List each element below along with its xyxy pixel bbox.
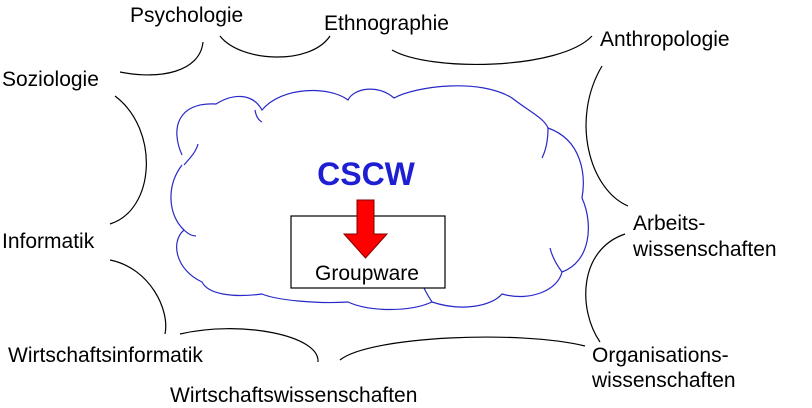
arc-soziologie-informatik bbox=[109, 95, 147, 225]
cloud-bump-left bbox=[183, 143, 199, 166]
cloud-bump-topleft bbox=[254, 109, 263, 123]
cscw-title: CSCW bbox=[317, 156, 416, 192]
label-organisationswissenschaften-line1: Organisations- bbox=[592, 344, 729, 367]
cloud-bump-bottomright bbox=[549, 247, 563, 273]
label-anthropologie: Anthropologie bbox=[600, 28, 730, 51]
arc-ethnographie-anthropologie bbox=[391, 35, 593, 65]
arc-wirtschaftsinformatik-wirtschaftswissenschaften bbox=[179, 328, 319, 363]
label-ethnographie: Ethnographie bbox=[324, 12, 449, 35]
arc-arbeitswissenschaften-organisationswissenschaften bbox=[585, 233, 626, 343]
label-wirtschaftswissenschaften: Wirtschaftswissenschaften bbox=[170, 384, 417, 407]
cloud-bump-bottomleft bbox=[183, 229, 197, 237]
cloud-bump-bottommid bbox=[423, 287, 433, 303]
arc-informatik-wirtschaftsinformatik bbox=[109, 259, 167, 335]
label-arbeitswissenschaften-line2: wissenschaften bbox=[632, 238, 777, 261]
arc-soziologie-psychologie bbox=[119, 41, 204, 76]
label-soziologie: Soziologie bbox=[2, 68, 99, 91]
label-arbeitswissenschaften-line1: Arbeits- bbox=[633, 212, 705, 235]
arc-wirtschaftswissenschaften-organisationswissenschaften bbox=[339, 336, 586, 361]
label-wirtschaftsinformatik: Wirtschaftsinformatik bbox=[8, 344, 203, 367]
cloud-bump-right bbox=[541, 127, 549, 159]
arc-psychologie-ethnographie bbox=[219, 35, 331, 58]
connector-arcs bbox=[109, 35, 629, 363]
groupware-label: Groupware bbox=[315, 262, 419, 285]
arc-anthropologie-arbeitswissenschaften bbox=[585, 65, 629, 207]
down-arrow-icon bbox=[342, 199, 389, 259]
cscw-cloud bbox=[170, 85, 589, 311]
label-psychologie: Psychologie bbox=[130, 4, 243, 27]
label-informatik: Informatik bbox=[2, 230, 95, 253]
label-organisationswissenschaften-line2: wissenschaften bbox=[591, 369, 736, 392]
